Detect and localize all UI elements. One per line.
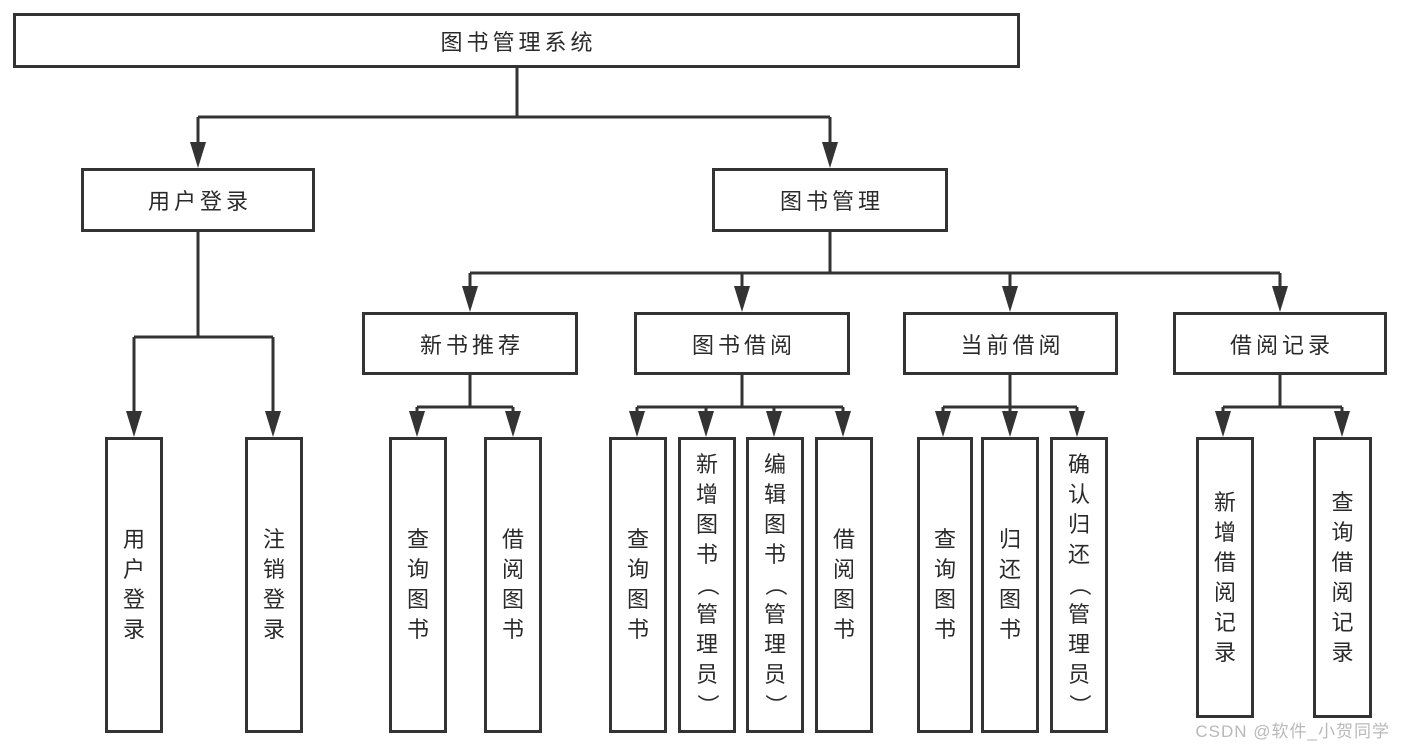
node-user-login: 用户登录 — [81, 168, 315, 232]
leaf-borrow-books-1: 借阅图书 — [484, 437, 542, 733]
node-book-borrowing: 图书借阅 — [634, 312, 850, 375]
leaf-borrow-books-2: 借阅图书 — [815, 437, 873, 733]
leaf-query-borrow-record: 查询借阅记录 — [1313, 437, 1372, 718]
node-new-book-recommendation: 新书推荐 — [362, 312, 578, 375]
leaf-add-borrow-record: 新增借阅记录 — [1196, 437, 1254, 718]
leaf-user-login: 用户登录 — [105, 437, 163, 733]
arrowhead-icons — [126, 142, 1350, 437]
leaf-query-books-3: 查询图书 — [917, 437, 973, 733]
node-library-management-system: 图书管理系统 — [13, 13, 1020, 68]
leaf-return-books: 归还图书 — [981, 437, 1039, 733]
leaf-logout: 注销登录 — [245, 437, 303, 733]
node-borrowing-records: 借阅记录 — [1173, 312, 1387, 375]
leaf-add-books-admin: 新增图书（管理员） — [678, 437, 736, 733]
node-current-borrowing: 当前借阅 — [903, 312, 1118, 375]
leaf-query-books-1: 查询图书 — [389, 437, 447, 733]
leaf-confirm-return-admin: 确认归还（管理员） — [1050, 437, 1108, 733]
leaf-edit-books-admin: 编辑图书（管理员） — [746, 437, 804, 733]
node-book-management: 图书管理 — [712, 168, 948, 232]
csdn-watermark: CSDN @软件_小贺同学 — [1195, 722, 1390, 741]
leaf-query-books-2: 查询图书 — [609, 437, 667, 733]
